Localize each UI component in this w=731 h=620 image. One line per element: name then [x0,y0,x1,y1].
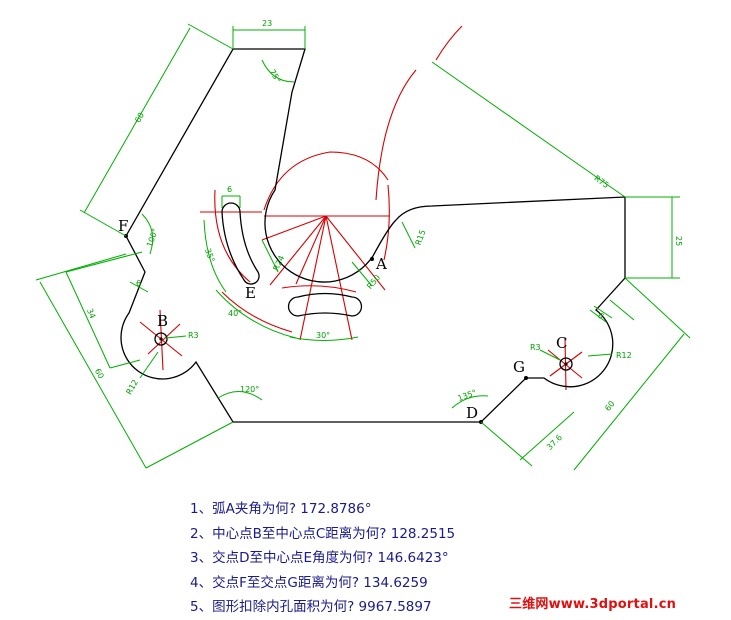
dim-r3-b: R3 [188,331,199,340]
dim-angle-30: 30° [316,331,330,340]
dim-line [83,27,191,214]
dim-line [35,253,127,281]
construction-arc-hole-e [214,189,251,283]
point-a-marker [370,257,374,261]
dim-c-6: 6 [596,311,606,321]
radial-line [325,215,353,341]
dim-line [109,359,141,369]
radial-line [325,215,386,291]
dim-arc [451,395,489,409]
dim-line [539,349,561,361]
dim-left-slant: 60 [133,111,146,124]
dim-angle-top: 75° [268,68,283,85]
dim-arc [215,289,297,339]
radial-line [299,215,327,341]
question-3: 3、交点D至中心点E角度为何? 146.6423° [190,550,449,566]
slot-hole-bottom [287,292,363,317]
outer-profile [120,48,626,423]
dim-line [139,351,159,379]
slot-hole-e [221,202,260,285]
dim-line [261,239,279,273]
point-labels: A B C D E F G [118,217,567,422]
label-g: G [513,358,525,376]
hole-b-cross [147,323,181,355]
dim-right-60: 60 [603,399,616,413]
label-a: A [375,255,387,273]
radial-line [269,215,327,286]
question-2: 2、中心点B至中心点C距离为何? 128.2515 [190,525,456,542]
dim-r50: R50 [365,273,382,291]
label-e: E [245,284,256,302]
radial-line [295,215,327,285]
dim-line [519,411,575,461]
watermark-logo: 三维网www.3dportal.cn [509,597,677,612]
dim-r15: R15 [414,229,428,247]
dim-line [587,353,613,357]
construction-arc-30 [281,285,357,293]
dim-line [351,261,373,287]
dimension-texts: 23 75° 60 R75 25 R15 100° 6 35° R24 R50 … [85,19,683,452]
point-b-marker [159,337,163,341]
dim-hole-e-width: 6 [227,185,232,194]
dim-angle-40: 40° [228,309,242,318]
dim-line [65,251,143,273]
part-outline [120,48,626,424]
dimension-lines [35,23,691,471]
dim-r12-b: R12 [124,378,140,396]
construction-arc-mid [375,69,417,201]
dim-left-34: 34 [85,307,97,320]
dim-line [431,61,626,198]
dim-line [401,221,416,249]
label-f: F [118,217,128,235]
dim-line [165,335,187,339]
dim-line [573,333,685,471]
dim-angle-f: 100° [145,227,160,248]
dim-line [624,277,691,339]
dim-right-slant: R75 [592,174,610,190]
dim-line [79,209,127,237]
dim-r24: R24 [272,254,287,272]
dim-line [65,271,111,369]
dim-arc [289,336,359,341]
dim-height-right: 25 [674,236,683,246]
dim-arc [261,59,295,83]
hole-c [559,357,573,371]
construction-arc-40 [221,291,293,333]
dim-angle-d-right: 135° [457,388,478,403]
dim-top-width: 23 [262,19,272,28]
construction-arc-right [383,184,390,261]
dim-arc [217,391,263,401]
dim-line [593,305,613,319]
dim-left-60: 60 [93,367,106,380]
construction-circle-top [263,151,389,211]
dim-r3-c: R3 [530,343,541,352]
question-5: 5、图形扣除内孔面积为何? 9967.5897 [190,599,432,615]
construction-lines [139,25,583,391]
dim-line [589,309,607,323]
dim-angle-35: 35° [203,247,216,263]
radial-line [261,215,327,241]
dim-line [39,281,147,469]
dim-line [609,299,635,321]
point-g-marker [524,376,528,380]
dim-arc [141,213,154,255]
dim-line [480,421,533,467]
hole-b [154,332,168,346]
dim-line [129,281,149,293]
dim-line [145,421,234,469]
question-list: 1、弧A夹角为何? 172.8786° 2、中心点B至中心点C距离为何? 128… [190,497,455,620]
label-c: C [556,334,567,352]
dim-r12-c: R12 [616,351,632,360]
dim-angle-d-left: 120° [240,385,259,394]
dim-line [187,23,234,50]
point-c-marker [564,362,568,366]
label-d: D [466,404,478,422]
dim-arc [203,219,227,293]
dim-left-6: 6 [136,279,141,288]
label-b: B [157,312,168,330]
question-1: 1、弧A夹角为何? 172.8786° [190,501,372,517]
construction-arc-top [435,25,463,61]
question-4: 4、交点F至交点G距离为何? 134.6259 [190,574,428,591]
